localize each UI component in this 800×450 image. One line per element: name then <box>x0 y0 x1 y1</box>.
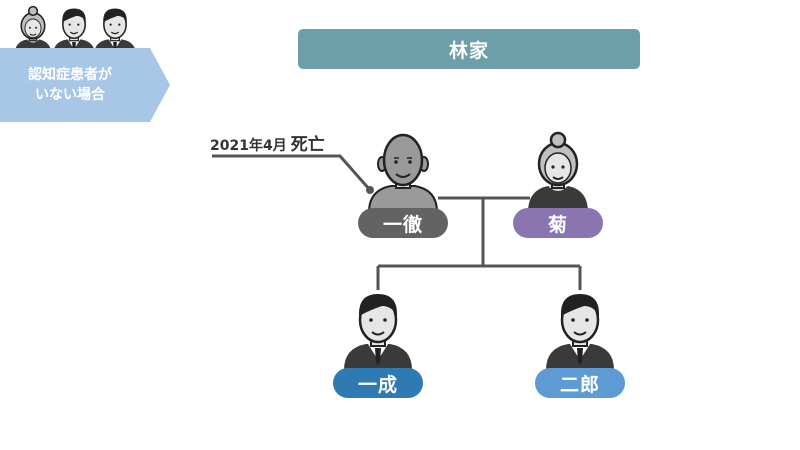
family-title: 林家 <box>298 29 640 69</box>
businessman-icon <box>342 292 414 372</box>
connector-lines <box>212 154 582 290</box>
death-note: 2021年4月死亡 <box>210 130 325 155</box>
death-date: 2021年4月 <box>210 138 287 154</box>
death-leader-line <box>212 154 372 191</box>
bald-grandfather-icon <box>367 133 439 214</box>
member-name-son1: 一成 <box>333 368 423 398</box>
death-leader-dot <box>366 186 374 194</box>
businessman-icon <box>544 292 616 372</box>
member-name-son2: 二郎 <box>535 368 625 398</box>
member-name-father: 一徹 <box>358 208 448 238</box>
death-status: 死亡 <box>290 135 325 155</box>
member-name-mother: 菊 <box>513 208 603 238</box>
case-label-line2: いない場合 <box>35 87 105 103</box>
case-label-line1: 認知症患者が <box>28 67 112 83</box>
grandmother-icon <box>526 131 590 214</box>
case-label: 認知症患者が いない場合 <box>0 48 170 122</box>
